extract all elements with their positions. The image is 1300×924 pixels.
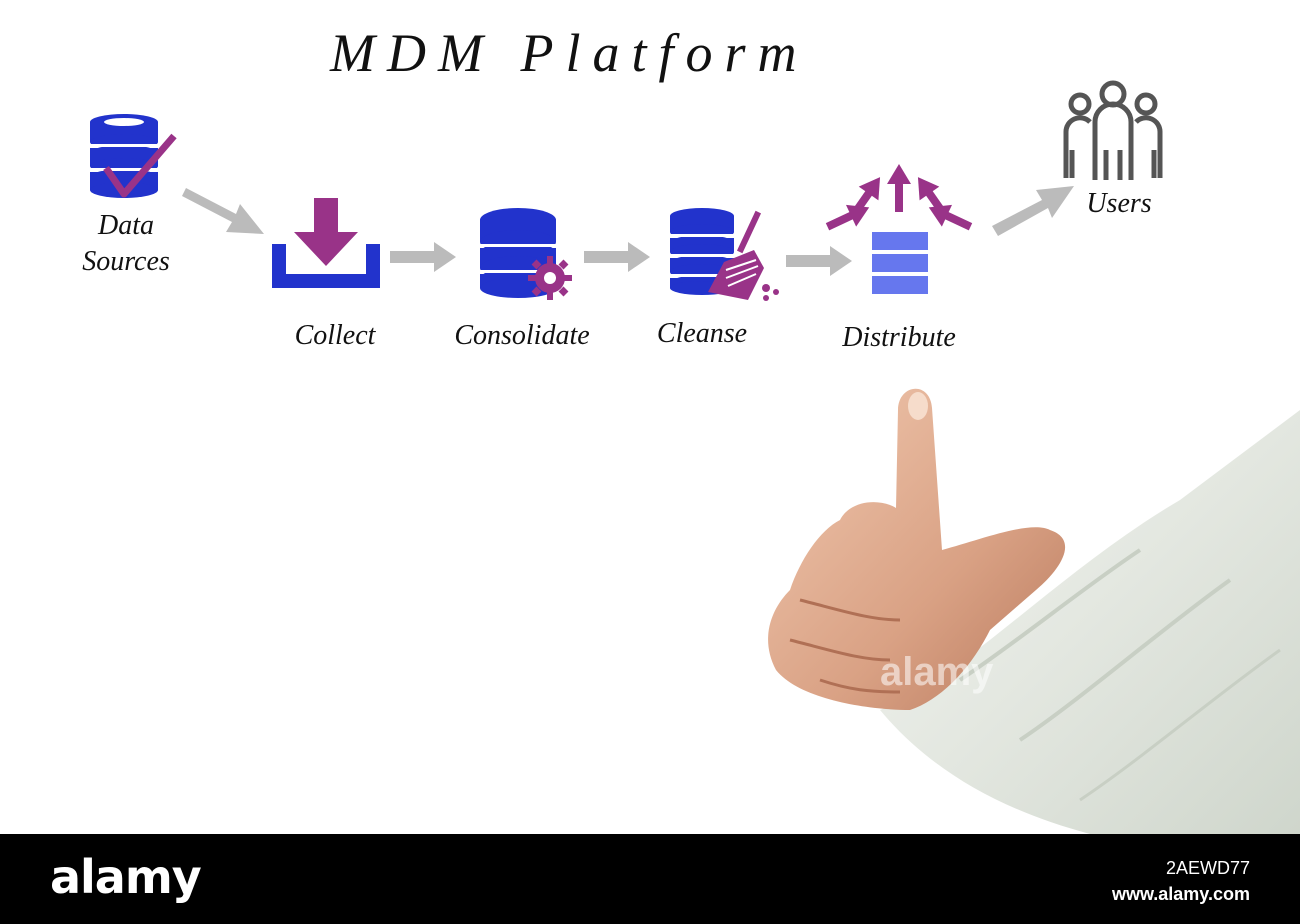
footer-url: www.alamy.com	[1111, 884, 1250, 904]
label-data-sources: Data Sources	[82, 210, 170, 277]
footer-bar: alamy 2AEWD77 www.alamy.com	[0, 834, 1300, 924]
arrow-icon	[992, 186, 1074, 236]
database-broom-icon	[670, 208, 779, 301]
download-tray-icon	[272, 198, 380, 288]
footer-brand: alamy	[50, 850, 202, 904]
arrow-icon	[182, 188, 264, 234]
watermark: alamy	[880, 650, 994, 694]
diagram-canvas: MDM Platform Data Sources Collect	[82, 23, 1300, 834]
image-code: 2AEWD77	[1165, 858, 1250, 878]
label-collect: Collect	[294, 320, 376, 351]
label-consolidate: Consolidate	[454, 320, 590, 351]
users-icon	[1063, 80, 1163, 180]
arrow-icon	[786, 246, 852, 276]
arrow-icon	[390, 242, 456, 272]
database-gear-icon	[480, 208, 572, 300]
diagram-title: MDM Platform	[330, 23, 809, 83]
label-users: Users	[1086, 188, 1152, 219]
database-check-icon	[90, 114, 177, 198]
arrow-icon	[584, 242, 650, 272]
label-cleanse: Cleanse	[656, 318, 748, 349]
distribute-icon	[825, 164, 973, 294]
pointing-hand-image	[768, 388, 1300, 834]
label-distribute: Distribute	[842, 322, 956, 353]
